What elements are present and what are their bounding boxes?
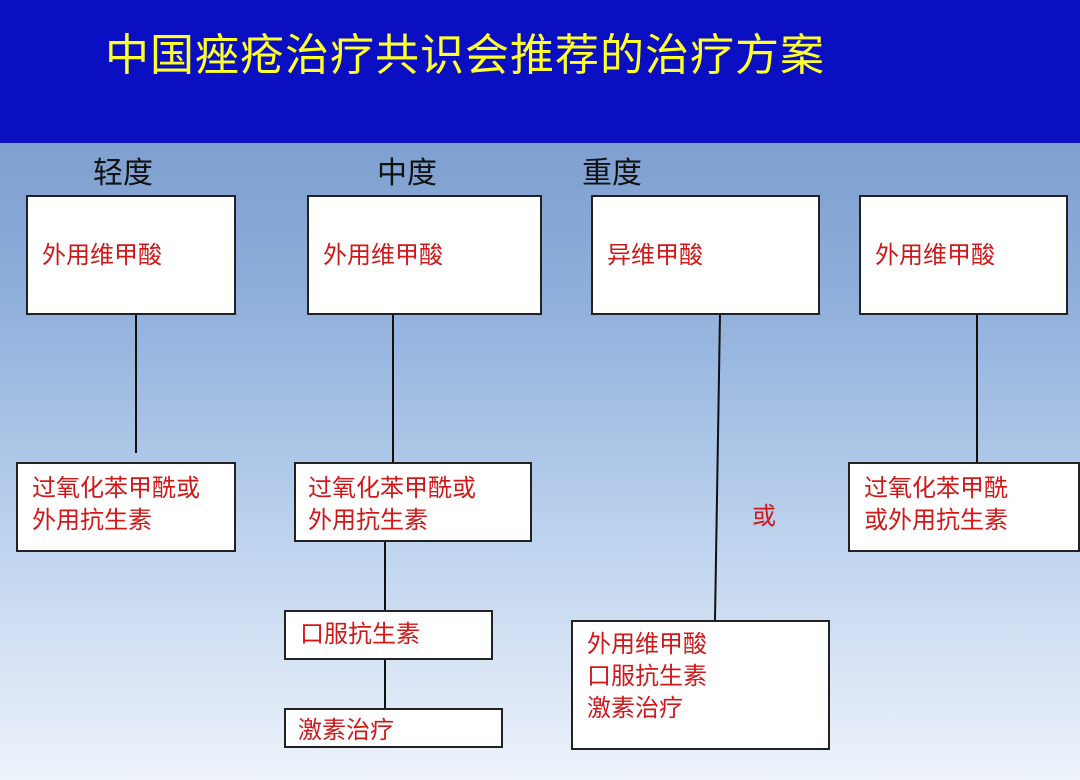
box-moderate-bpo-or-antibiotic: 过氧化苯甲酰或 外用抗生素	[294, 462, 532, 542]
title-banner: 中国痤疮治疗共识会推荐的治疗方案	[0, 0, 1080, 143]
or-label: 或	[752, 502, 776, 530]
page-title: 中国痤疮治疗共识会推荐的治疗方案	[105, 30, 825, 81]
level-mild-label: 轻度	[93, 156, 153, 191]
box-right-bpo-or-antibiotic: 过氧化苯甲酰 或外用抗生素	[848, 462, 1080, 552]
box-moderate-hormone-therapy: 激素治疗	[284, 708, 503, 748]
box-mild-topical-retinoid: 外用维甲酸	[26, 195, 236, 315]
box-mild-bpo-or-antibiotic: 过氧化苯甲酰或 外用抗生素	[16, 462, 236, 552]
box-severe-combination: 外用维甲酸 口服抗生素 激素治疗	[571, 620, 830, 750]
level-severe-label: 重度	[582, 156, 642, 191]
box-moderate-topical-retinoid: 外用维甲酸	[307, 195, 542, 315]
box-right-topical-retinoid: 外用维甲酸	[859, 195, 1068, 315]
connector-severe	[714, 313, 721, 621]
box-moderate-oral-antibiotic: 口服抗生素	[284, 610, 493, 660]
level-moderate-label: 中度	[377, 156, 437, 191]
box-severe-isotretinoin: 异维甲酸	[591, 195, 820, 315]
